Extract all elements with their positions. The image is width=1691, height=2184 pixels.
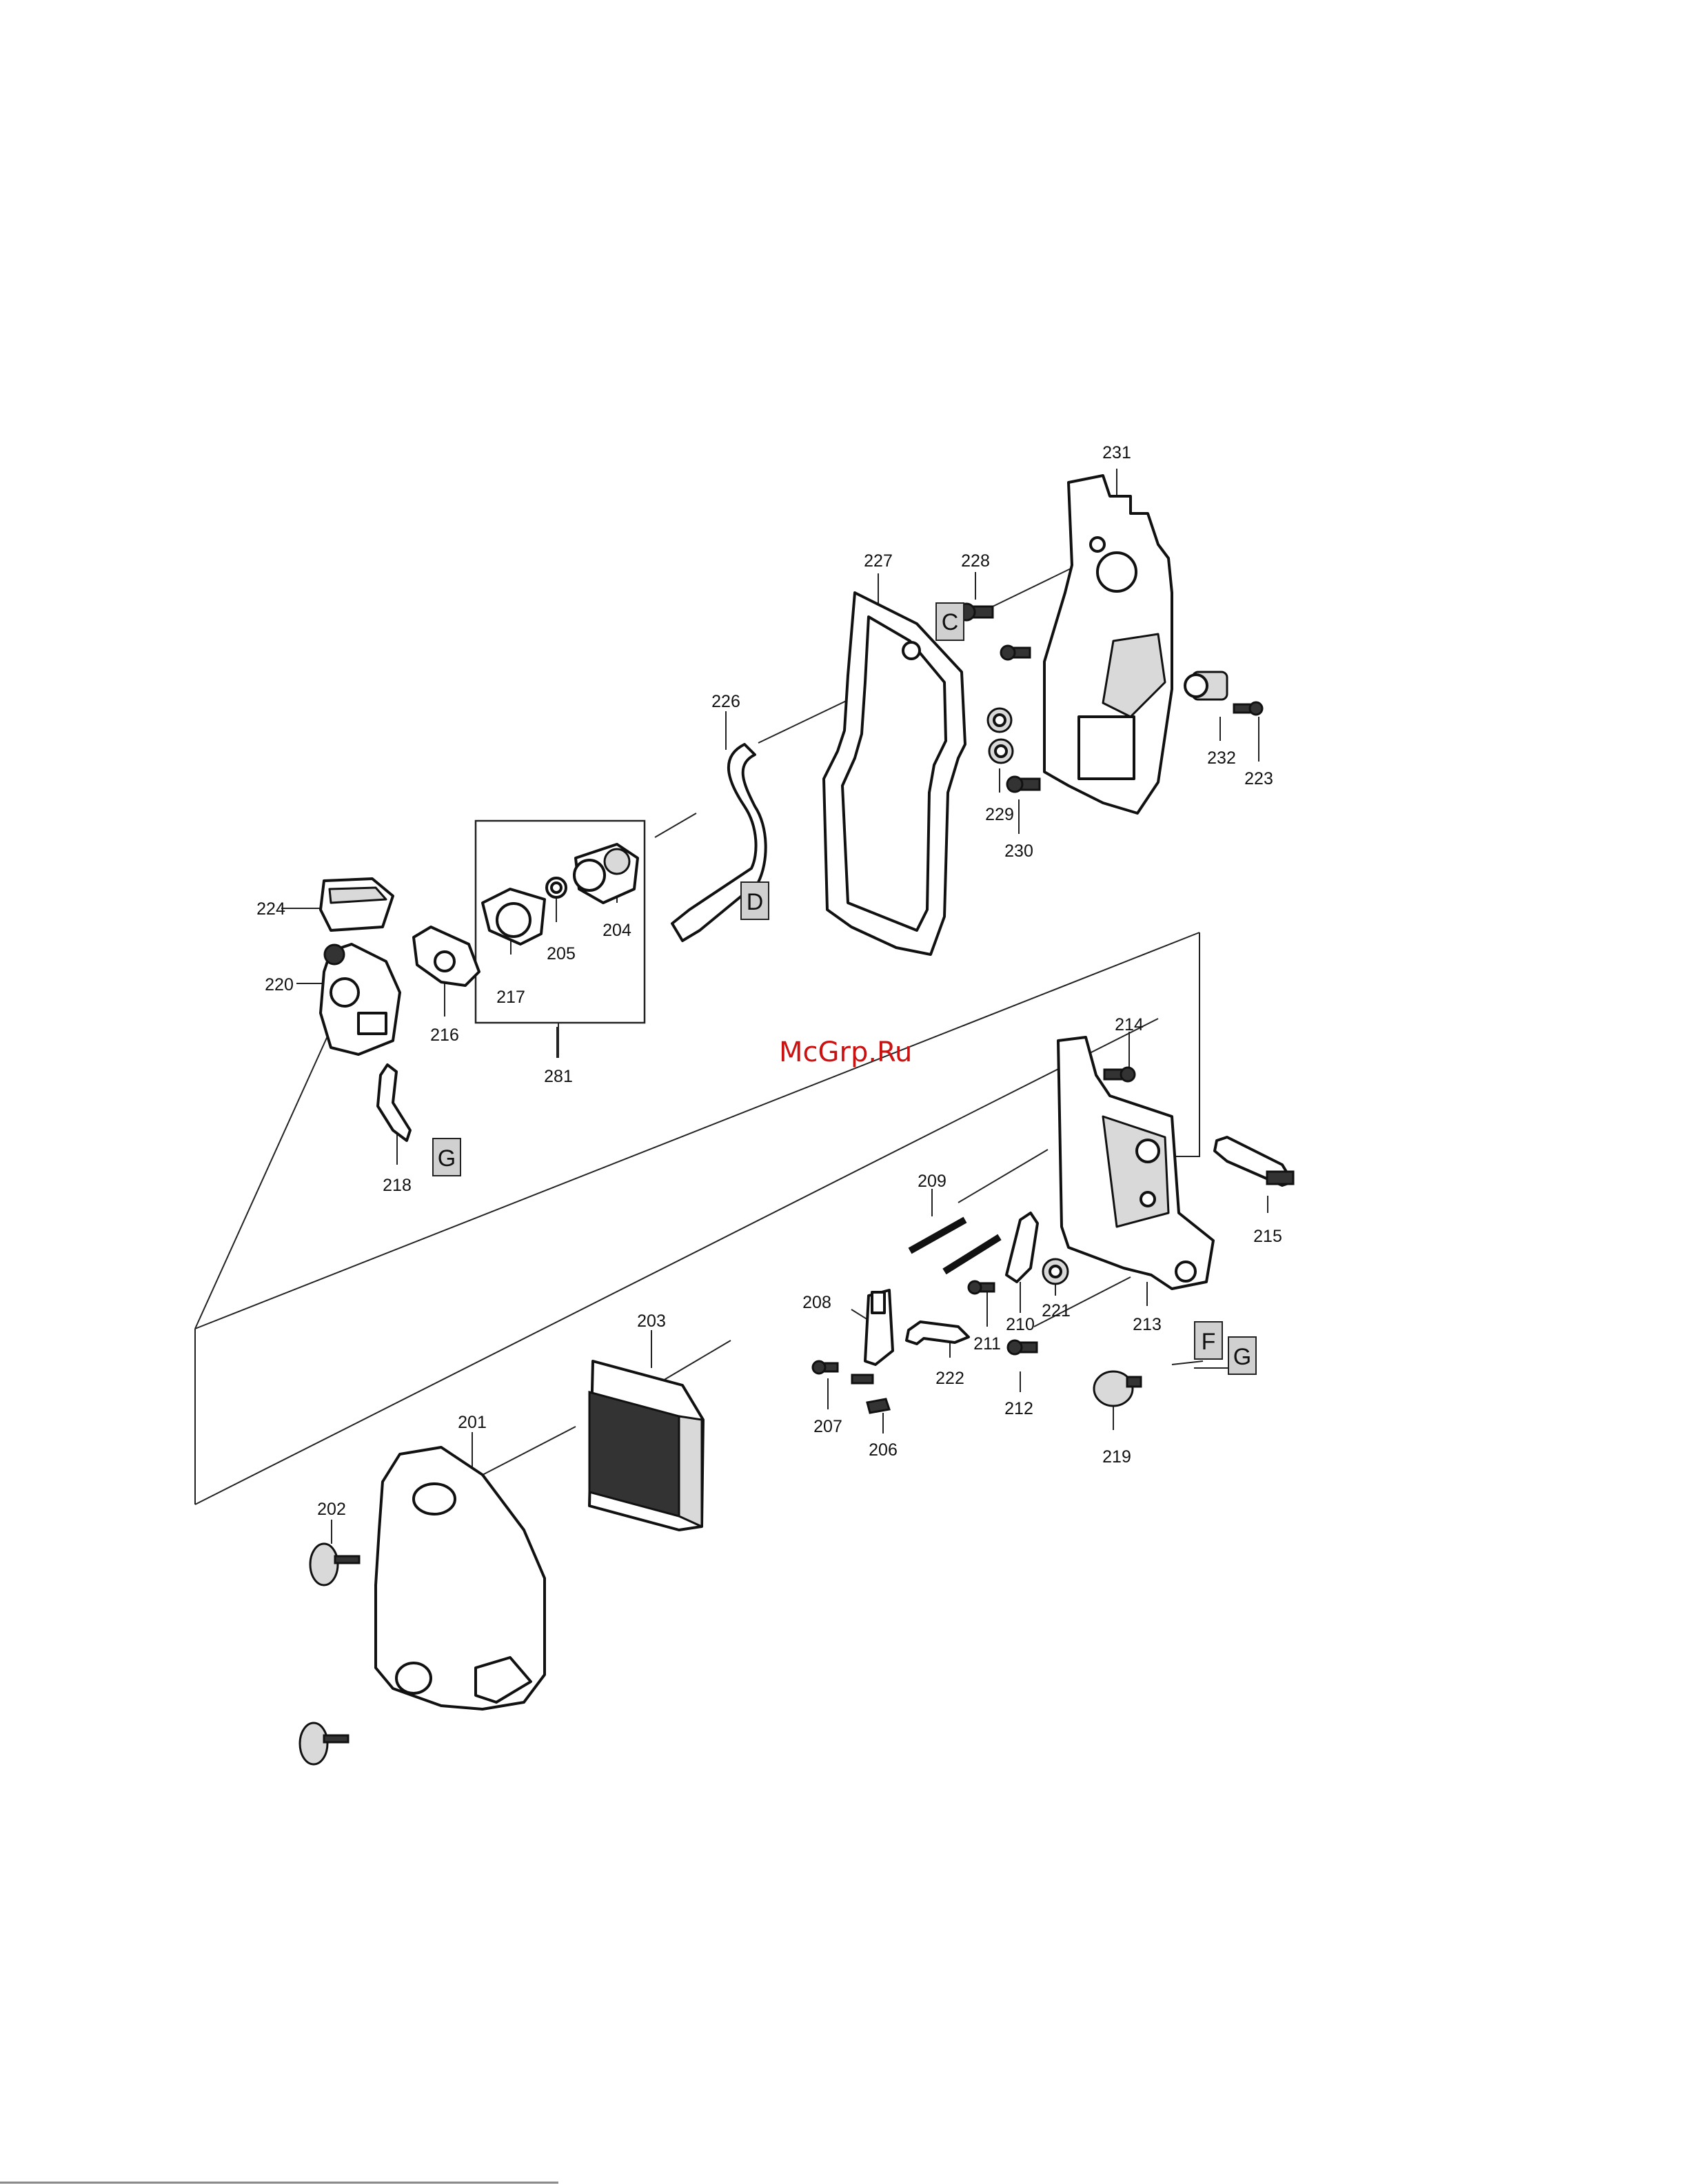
part-label-217: 217 xyxy=(496,988,525,1007)
connector-letter-f-text: F xyxy=(1202,1329,1216,1355)
screw-230 xyxy=(1007,777,1040,792)
part-label-232: 232 xyxy=(1207,748,1236,768)
connector-letter-g-right-text: G xyxy=(1233,1344,1251,1370)
part-label-223: 223 xyxy=(1244,769,1273,788)
connector-letter-c-text: C xyxy=(942,609,959,635)
connector-letter-c: C xyxy=(936,603,964,640)
screw-223 xyxy=(1234,702,1262,715)
lever-215 xyxy=(1215,1137,1293,1185)
fitting-232 xyxy=(1185,672,1227,700)
part-label-219: 219 xyxy=(1102,1447,1131,1467)
part-label-206: 206 xyxy=(869,1440,898,1460)
part-label-220: 220 xyxy=(265,975,294,994)
knob-lower xyxy=(300,1723,348,1764)
part-label-216: 216 xyxy=(430,1025,459,1045)
bracket-208 xyxy=(865,1290,893,1365)
part-label-228: 228 xyxy=(961,551,990,571)
part-label-215: 215 xyxy=(1253,1227,1282,1246)
gasket-227 xyxy=(824,593,965,955)
part-label-204: 204 xyxy=(603,921,631,940)
connector-letter-g-left-text: G xyxy=(438,1145,456,1172)
screw-214 xyxy=(1104,1068,1135,1081)
knob-202 xyxy=(310,1544,359,1585)
part-label-229: 229 xyxy=(985,805,1014,824)
pin-206 xyxy=(852,1375,889,1413)
plate-213 xyxy=(1058,1037,1213,1289)
part-label-208: 208 xyxy=(802,1293,831,1312)
part-label-231: 231 xyxy=(1102,443,1131,462)
clamp-217 xyxy=(483,889,545,944)
part-label-202: 202 xyxy=(317,1500,346,1519)
connector-letter-d-text: D xyxy=(747,889,764,915)
connector-letter-g-right: G xyxy=(1228,1337,1256,1374)
watermark: McGrp.Ru xyxy=(779,1037,912,1068)
part-label-201: 201 xyxy=(458,1413,487,1432)
air-cleaner-cover-201 xyxy=(376,1447,545,1709)
connector-letter-d: D xyxy=(741,882,769,919)
lever-210 xyxy=(1006,1213,1037,1282)
part-label-221: 221 xyxy=(1042,1301,1071,1320)
air-filter-203 xyxy=(589,1361,703,1530)
part-label-226: 226 xyxy=(711,692,740,711)
gasket-216 xyxy=(414,927,479,986)
connector-letter-f: F xyxy=(1195,1322,1222,1359)
part-label-281: 281 xyxy=(544,1067,573,1086)
primer-bulb-219 xyxy=(1094,1371,1141,1406)
part-label-230: 230 xyxy=(1004,841,1033,861)
part-label-209: 209 xyxy=(918,1172,946,1191)
part-label-222: 222 xyxy=(935,1369,964,1388)
screw-207 xyxy=(813,1361,838,1374)
screw-plate-top xyxy=(1001,646,1030,660)
bushing-221 xyxy=(1043,1259,1068,1284)
screw-211 xyxy=(969,1281,994,1294)
part-label-205: 205 xyxy=(547,944,576,963)
part-label-207: 207 xyxy=(813,1417,842,1436)
part-label-203: 203 xyxy=(637,1312,666,1331)
washer-229 xyxy=(988,708,1013,763)
screw-209 xyxy=(910,1220,1000,1272)
ring-205 xyxy=(547,878,566,897)
part-label-211: 211 xyxy=(973,1334,1001,1354)
hose-222 xyxy=(907,1322,969,1344)
part-label-213: 213 xyxy=(1133,1315,1162,1334)
part-label-212: 212 xyxy=(1004,1399,1033,1418)
part-label-210: 210 xyxy=(1006,1315,1035,1334)
part-label-218: 218 xyxy=(383,1176,412,1195)
joint-204 xyxy=(574,844,638,903)
connector-letter-g-left: G xyxy=(433,1139,460,1176)
carburetor-220 xyxy=(321,944,400,1054)
part-label-224: 224 xyxy=(256,899,285,919)
hose-218 xyxy=(378,1065,410,1141)
carburetor-plate-231 xyxy=(1044,476,1172,813)
part-label-214: 214 xyxy=(1115,1015,1144,1034)
screw-212 xyxy=(1008,1340,1037,1354)
part-label-227: 227 xyxy=(864,551,893,571)
cap-224 xyxy=(321,879,393,930)
